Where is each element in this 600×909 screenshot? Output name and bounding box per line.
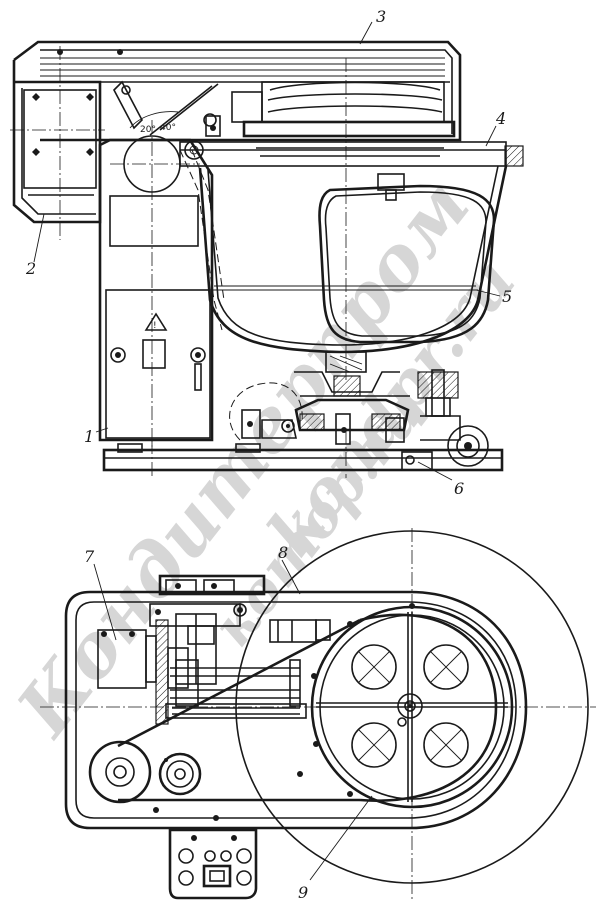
callout-5: 5 xyxy=(502,287,512,306)
top-bracket xyxy=(149,574,331,685)
angle-label-40: 40° xyxy=(160,123,176,133)
stand-column: ! xyxy=(98,120,214,450)
angle-label-20: 20° xyxy=(140,125,156,135)
inner-frame xyxy=(153,603,415,821)
side-elevation-view: 20° 40° ! xyxy=(10,7,524,498)
drive-motor-dashed xyxy=(229,382,303,441)
callout-2: 2 xyxy=(25,259,36,278)
callouts-side-view: 3 4 2 5 1 6 xyxy=(25,7,512,498)
base-plate xyxy=(102,430,504,478)
callout-8: 8 xyxy=(278,543,288,562)
callout-6: 6 xyxy=(454,479,464,498)
drive-housing xyxy=(64,590,528,830)
top-cover xyxy=(13,40,462,142)
callout-9: 9 xyxy=(298,883,308,902)
warning-mark: ! xyxy=(153,321,157,331)
spindle-head xyxy=(231,58,456,380)
callout-4: 4 xyxy=(495,109,506,128)
bowl-drive xyxy=(294,351,410,445)
electric-motor xyxy=(97,619,301,725)
callouts-plan-view: 7 8 9 xyxy=(84,543,373,902)
bowl-pulley xyxy=(310,605,514,809)
guard-dashed-outline xyxy=(179,149,225,331)
plan-view: 7 8 9 xyxy=(40,528,596,902)
wheel-bracket xyxy=(417,369,489,467)
motor-housing xyxy=(10,46,105,240)
callout-7: 7 xyxy=(84,547,95,566)
terminal-block xyxy=(168,828,258,900)
motor-pulleys xyxy=(88,740,202,804)
lift-lever: 20° 40° xyxy=(113,80,221,160)
callout-3: 3 xyxy=(376,7,386,26)
bowl-flange xyxy=(179,141,524,167)
callout-1: 1 xyxy=(84,427,94,446)
